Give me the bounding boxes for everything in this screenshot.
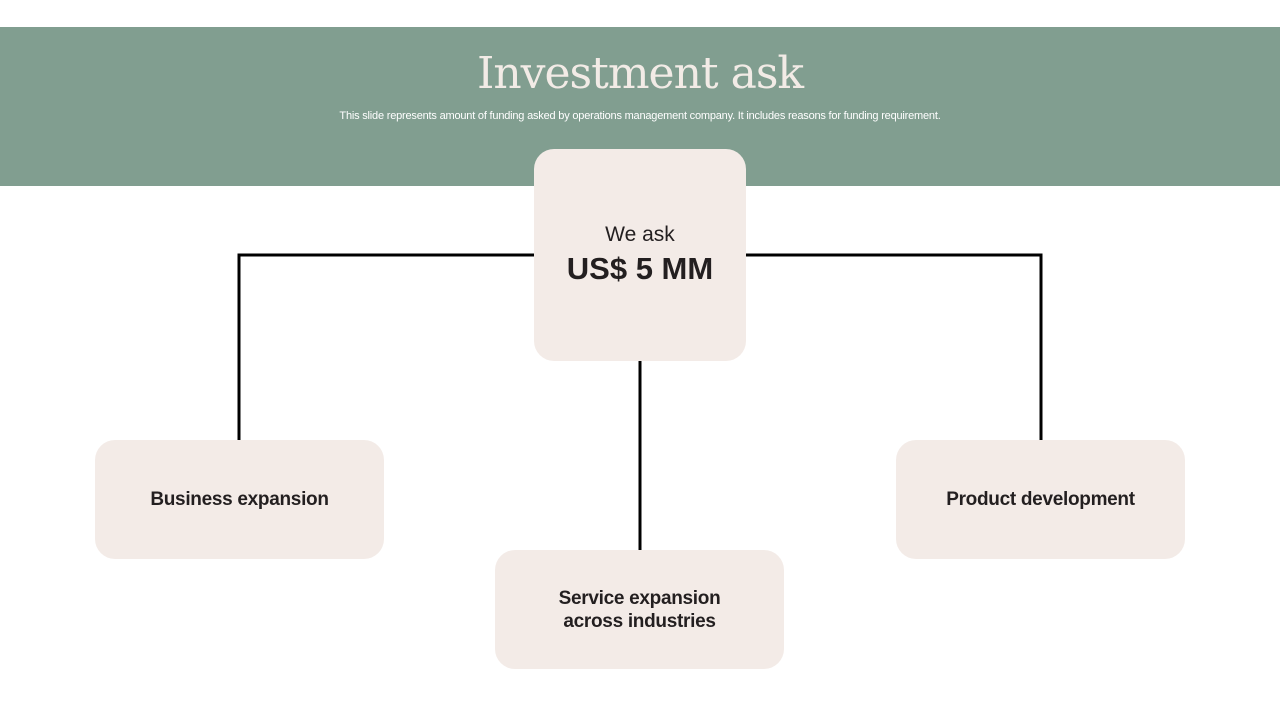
service-expansion-box: Service expansion across industries bbox=[495, 550, 784, 669]
product-development-label: Product development bbox=[946, 489, 1135, 510]
service-expansion-label: Service expansion across industries bbox=[558, 587, 721, 632]
ask-amount: US$ 5 MM bbox=[566, 251, 714, 286]
connector-right bbox=[746, 253, 1043, 440]
investment-ask-box: We ask US$ 5 MM bbox=[534, 149, 746, 361]
connector-left bbox=[237, 253, 534, 440]
business-expansion-box: Business expansion bbox=[95, 440, 384, 559]
product-development-box: Product development bbox=[896, 440, 1185, 559]
slide-subtitle: This slide represents amount of funding … bbox=[339, 110, 941, 122]
business-expansion-label: Business expansion bbox=[150, 489, 329, 510]
ask-label: We ask bbox=[605, 223, 675, 246]
slide-title: Investment ask bbox=[476, 48, 804, 99]
